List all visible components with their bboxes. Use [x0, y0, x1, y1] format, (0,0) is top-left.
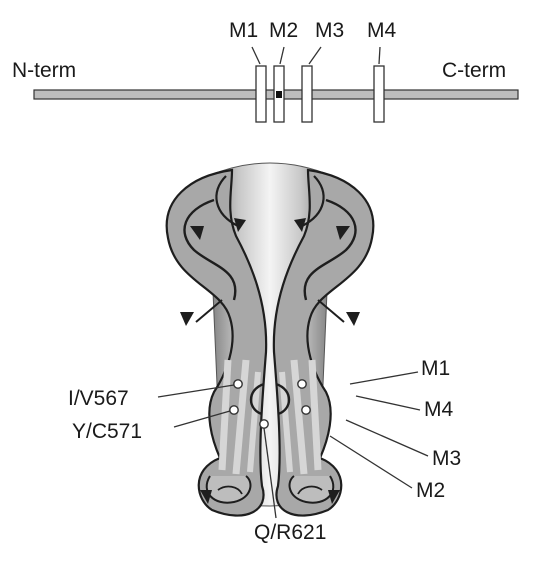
- site-label-qr621: Q/R621: [254, 522, 326, 543]
- channel-label-m4: M4: [424, 399, 453, 420]
- site-yc571: [230, 406, 238, 414]
- site-qr621: [260, 420, 268, 428]
- segment-label-m2: M2: [269, 20, 298, 41]
- m3-right-leader: [346, 420, 428, 456]
- segment-label-m4: M4: [367, 20, 396, 41]
- site-label-iv567: I/V567: [68, 388, 129, 409]
- m1-leader: [252, 47, 260, 64]
- c-term-label: C-term: [442, 60, 506, 81]
- site-iv567: [234, 380, 242, 388]
- n-term-label: N-term: [12, 60, 76, 81]
- m2-marker: [276, 91, 282, 98]
- m3-box: [302, 66, 312, 122]
- m1-box: [256, 66, 266, 122]
- channel-label-m3: M3: [432, 448, 461, 469]
- channel-label-m1: M1: [421, 358, 450, 379]
- m4-leader: [379, 47, 380, 64]
- segment-label-m1: M1: [229, 20, 258, 41]
- m1-right-leader: [350, 372, 418, 384]
- m2-leader: [280, 47, 284, 64]
- channel-label-m2: M2: [416, 480, 445, 501]
- m3-leader: [309, 47, 321, 64]
- site-label-yc571: Y/C571: [72, 421, 142, 442]
- segment-label-m3: M3: [315, 20, 344, 41]
- m4-right-leader: [356, 396, 420, 410]
- m4-box: [374, 66, 384, 122]
